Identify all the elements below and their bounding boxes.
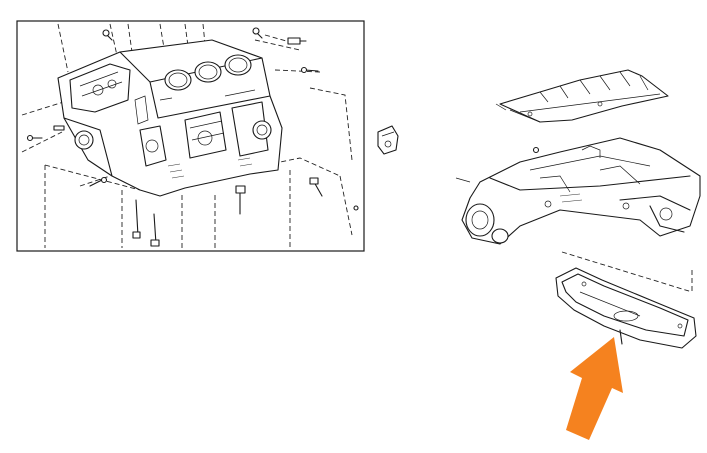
engine-block xyxy=(57,39,283,197)
guide-lines xyxy=(21,23,353,248)
upper-oil-pan xyxy=(461,137,701,245)
baffle-plate xyxy=(499,69,669,123)
fasteners xyxy=(26,27,359,247)
lower-oil-pan xyxy=(555,251,697,349)
bracket-part xyxy=(377,125,399,155)
arrow-icon xyxy=(566,337,623,440)
